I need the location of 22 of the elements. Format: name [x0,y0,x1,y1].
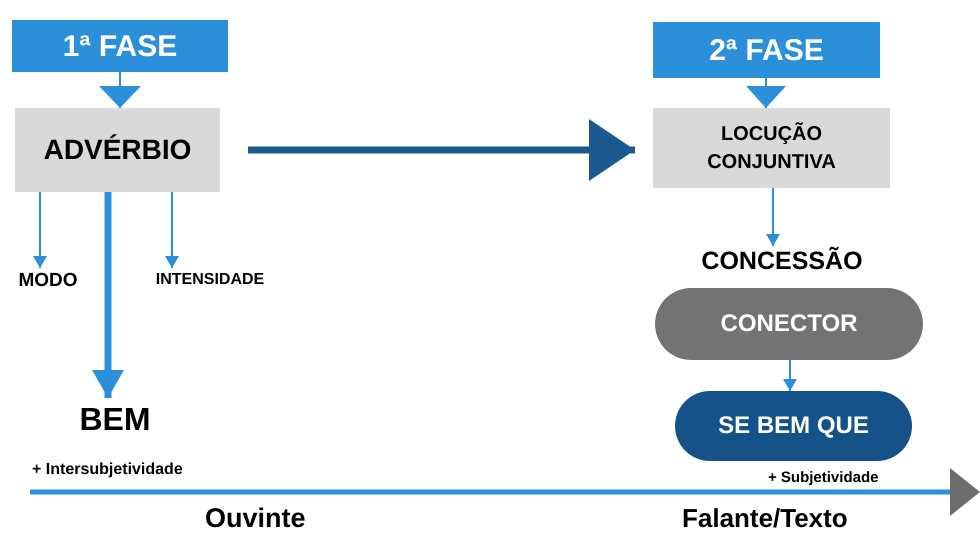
category-label: INTENSIDADE [138,268,282,292]
category-label: CONCESSÃO [686,246,878,278]
category-box: LOCUÇÃO CONJUNTIVA [653,108,890,188]
axis-end-label: Falante/Texto [682,502,848,534]
axis-label: + Intersubjetividade [32,460,183,480]
arrow [783,360,797,391]
phase-banner: 2ª FASE [653,22,880,78]
category-label: MODO [8,268,88,294]
arrow [92,192,124,398]
arrow [165,192,179,268]
arrow [766,188,780,246]
arrow [248,119,635,181]
arrow [746,78,786,108]
axis-end-label: Ouvinte [205,502,306,535]
axis-label: + Subjetividade [768,469,878,488]
word-label: BEM [74,398,156,440]
expression-pill: SE BEM QUE [675,391,912,461]
category-box: ADVÉRBIO [15,108,220,192]
arrow [99,72,141,108]
phase-banner: 1ª FASE [12,20,228,72]
arrow [33,192,47,268]
connector-pill: CONECTOR [655,288,923,360]
